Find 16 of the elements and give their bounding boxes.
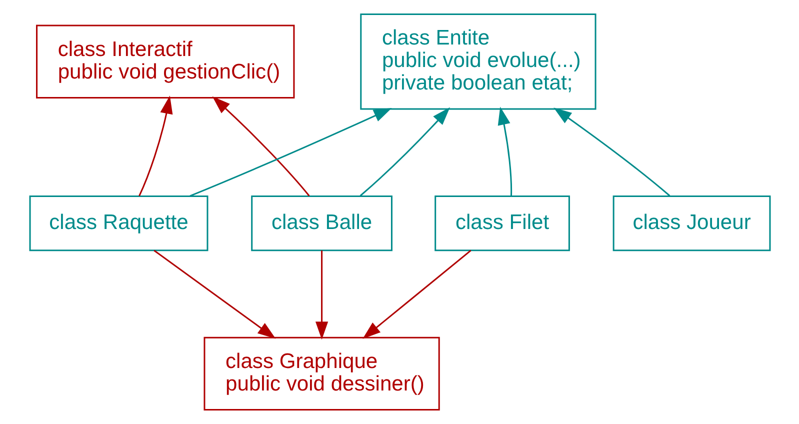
node-box: class Filet — [434, 195, 570, 252]
node-box: class Raquette — [28, 195, 208, 252]
arrow — [189, 108, 392, 197]
arrow — [497, 106, 512, 196]
arrow — [314, 250, 328, 340]
node-box: class Joueur — [612, 195, 770, 252]
node-box: class Graphique public void dessiner() — [203, 336, 440, 411]
arrow — [553, 108, 670, 196]
node-box: class Balle — [250, 195, 392, 252]
node-box: class Entite public void evolue(...) private boolean etat; — [360, 13, 596, 110]
arrow — [212, 96, 310, 196]
arrow — [362, 250, 471, 339]
arrow — [359, 107, 450, 196]
node-box: class Interactif public void gestionClic() — [36, 24, 294, 98]
arrow — [138, 96, 172, 196]
arrow — [153, 250, 276, 339]
